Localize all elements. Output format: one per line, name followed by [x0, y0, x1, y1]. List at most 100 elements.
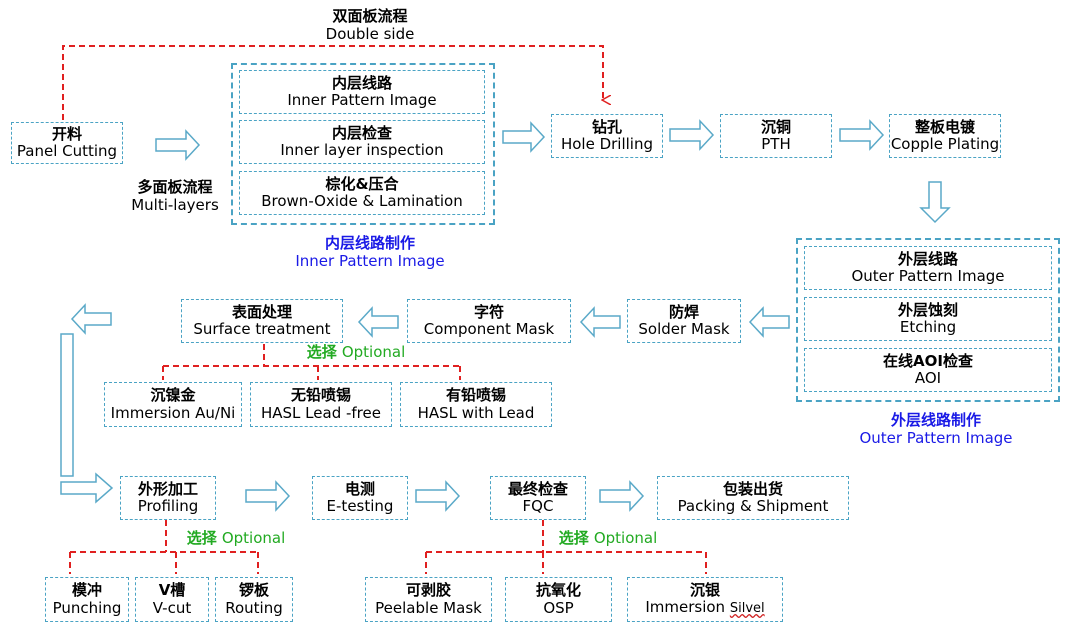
profiling-box: 外形加工 Profiling	[120, 476, 216, 520]
plating-cn: 整板电镀	[914, 117, 975, 136]
fqc-optional-label: 选择 Optional	[548, 528, 668, 547]
etesting-box: 电测 E-testing	[312, 476, 408, 520]
surface-option-3: 有铅喷锡 HASL with Lead	[400, 382, 552, 427]
drilling-box: 钻孔 Hole Drilling	[551, 114, 663, 158]
arrow-component-to-surface	[357, 306, 399, 338]
profiling-cn: 外形加工	[137, 479, 198, 498]
inner-group	[231, 63, 495, 225]
immersion-silver-cn: 沉银	[689, 580, 720, 599]
inner-pattern-en: Inner Pattern Image	[287, 91, 437, 109]
multi-layers-label: 多面板流程 Multi-layers	[120, 178, 230, 214]
inner-pattern-cn: 内层线路	[331, 73, 392, 92]
drilling-cn: 钻孔	[591, 117, 622, 136]
immersion-silver-en: Immersion Silvel	[645, 599, 764, 617]
surface-cn: 表面处理	[231, 302, 292, 321]
fqc-cn: 最终检查	[507, 479, 568, 498]
arrow-pth-to-plating	[839, 119, 885, 151]
peelable-mask-en: Peelable Mask	[375, 598, 482, 617]
immersion-au-cn: 沉镍金	[150, 386, 196, 405]
punching-cn: 模冲	[71, 581, 102, 600]
arrow-cut-to-inner	[155, 129, 201, 161]
solder-mask-box: 防焊 Solder Mask	[627, 299, 741, 343]
osp-cn: 抗氧化	[535, 581, 581, 600]
hasl-with-lead-cn: 有铅喷锡	[445, 386, 506, 405]
packing-box: 包装出货 Packing & Shipment	[657, 476, 849, 520]
solder-mask-en: Solder Mask	[638, 320, 730, 338]
hasl-lead-free-en: HASL Lead -free	[261, 403, 381, 422]
immersion-au-en: Immersion Au/Ni	[110, 403, 236, 422]
outer-caption-en: Outer Pattern Image	[859, 429, 1013, 447]
etching-cn: 外层蚀刻	[897, 300, 958, 319]
inner-caption-cn: 内层线路制作	[324, 234, 415, 252]
pth-cn: 沉铜	[760, 117, 791, 136]
double-side-label: 双面板流程 Double side	[295, 7, 445, 43]
panel-cutting-box: 开料 Panel Cutting	[11, 122, 123, 164]
inner-caption: 内层线路制作 Inner Pattern Image	[270, 234, 470, 270]
inner-pattern-box: 内层线路 Inner Pattern Image	[239, 70, 485, 114]
profiling-option-3: 锣板 Routing	[215, 577, 293, 622]
surface-option-2: 无铅喷锡 HASL Lead -free	[250, 382, 392, 427]
fqc-en: FQC	[522, 497, 554, 515]
etching-box: 外层蚀刻 Etching	[804, 297, 1052, 341]
double-side-path	[62, 45, 603, 120]
inner-caption-en: Inner Pattern Image	[295, 252, 445, 270]
arrow-left-down	[60, 333, 74, 477]
arrow-outer-to-solder	[748, 306, 790, 338]
profiling-options-tree	[69, 520, 259, 574]
osp-en: OSP	[543, 598, 574, 617]
optional-cn: 选择	[306, 343, 337, 361]
routing-en: Routing	[225, 598, 283, 617]
surface-optional-label: 选择 Optional	[296, 342, 416, 361]
arrow-fqc-to-pack	[599, 480, 645, 512]
routing-cn: 锣板	[238, 581, 269, 600]
multi-layers-en: Multi-layers	[131, 196, 219, 214]
fqc-options-tree	[425, 520, 707, 574]
arrow-drill-to-pth	[669, 119, 715, 151]
optional-cn: 选择	[558, 529, 589, 547]
silvel-word: Silvel	[729, 601, 765, 617]
lamination-box: 棕化&压合 Brown-Oxide & Lamination	[239, 171, 485, 215]
plating-box: 整板电镀 Copple Plating	[889, 114, 1001, 158]
drilling-en: Hole Drilling	[560, 135, 654, 153]
arrow-to-profiling	[60, 472, 114, 504]
packing-cn: 包装出货	[722, 479, 783, 498]
pth-box: 沉铜 PTH	[720, 114, 832, 158]
etesting-en: E-testing	[326, 497, 394, 515]
panel-cutting-cn: 开料	[51, 124, 82, 143]
panel-cutting-en: Panel Cutting	[16, 142, 118, 160]
fqc-option-1: 可剥胶 Peelable Mask	[365, 577, 492, 622]
hasl-with-lead-en: HASL with Lead	[417, 403, 535, 422]
solder-mask-cn: 防焊	[668, 302, 699, 321]
inner-inspection-box: 内层检查 Inner layer inspection	[239, 120, 485, 164]
arrow-plating-down	[919, 181, 951, 224]
double-side-en: Double side	[325, 25, 415, 43]
component-mask-cn: 字符	[473, 302, 504, 321]
fqc-option-2: 抗氧化 OSP	[505, 577, 612, 622]
etesting-cn: 电测	[344, 479, 375, 498]
inner-inspection-cn: 内层检查	[331, 123, 392, 142]
v-cut-cn: V槽	[158, 581, 186, 600]
fqc-option-3: 沉银 Immersion Silvel	[627, 577, 783, 622]
outer-pattern-box: 外层线路 Outer Pattern Image	[804, 246, 1052, 290]
profiling-option-1: 模冲 Punching	[45, 577, 129, 622]
outer-caption-cn: 外层线路制作	[890, 411, 981, 429]
double-side-cn: 双面板流程	[332, 7, 408, 25]
profiling-option-2: V槽 V-cut	[135, 577, 209, 622]
lamination-cn: 棕化&压合	[325, 174, 399, 193]
surface-box: 表面处理 Surface treatment	[181, 299, 343, 343]
outer-caption: 外层线路制作 Outer Pattern Image	[836, 411, 1036, 447]
etching-en: Etching	[899, 318, 957, 336]
plating-en: Copple Plating	[890, 135, 1000, 153]
optional-en: Optional	[221, 529, 286, 547]
surface-option-1: 沉镍金 Immersion Au/Ni	[104, 382, 242, 427]
lamination-en: Brown-Oxide & Lamination	[261, 192, 463, 210]
component-mask-box: 字符 Component Mask	[407, 299, 571, 343]
component-mask-en: Component Mask	[423, 320, 555, 338]
optional-cn: 选择	[186, 529, 217, 547]
aoi-box: 在线AOI检查 AOI	[804, 348, 1052, 392]
punching-en: Punching	[52, 598, 122, 617]
v-cut-en: V-cut	[152, 598, 192, 617]
arrow-solder-to-component	[579, 306, 621, 338]
surface-options-tree	[162, 344, 461, 380]
